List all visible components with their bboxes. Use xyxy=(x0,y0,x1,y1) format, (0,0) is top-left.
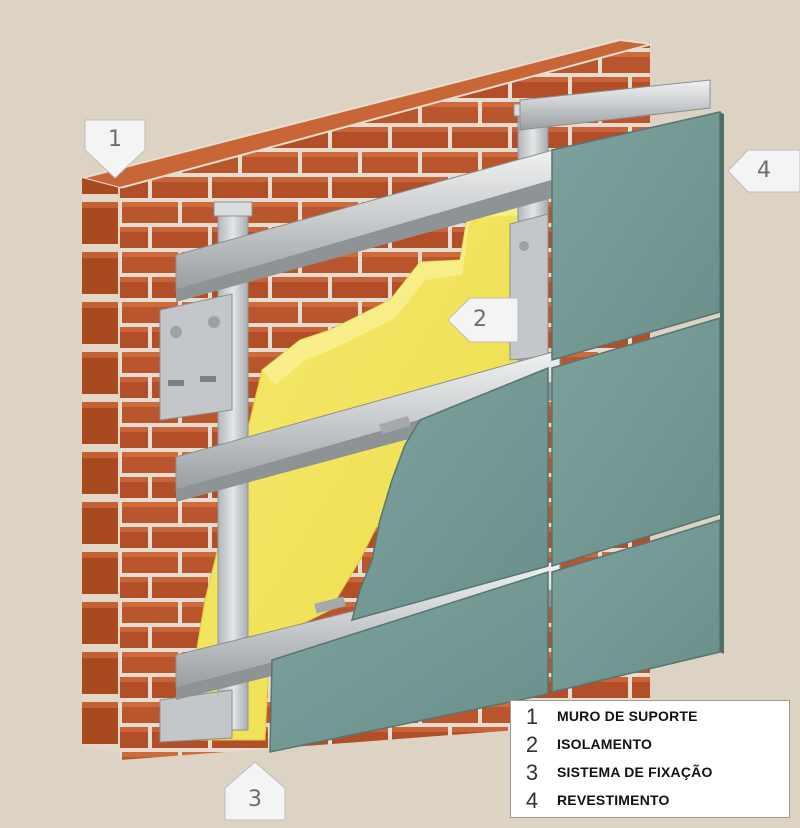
callout-3-number: 3 xyxy=(248,787,262,812)
legend-box: 1 MURO DE SUPORTE 2 ISOLAMENTO 3 SISTEMA… xyxy=(510,700,790,818)
legend-number: 3 xyxy=(525,760,539,785)
callout-1-marker xyxy=(84,119,146,179)
callout-4-number: 4 xyxy=(757,158,771,183)
wall-brackets xyxy=(159,213,549,743)
legend-item: 4 REVESTIMENTO xyxy=(511,787,789,815)
callout-4-marker xyxy=(727,149,800,193)
callout-markers xyxy=(84,119,800,821)
legend-label: REVESTIMENTO xyxy=(557,792,670,808)
legend-label: MURO DE SUPORTE xyxy=(557,708,698,724)
legend-item: 2 ISOLAMENTO xyxy=(511,731,789,759)
legend-item: 3 SISTEMA DE FIXAÇÃO xyxy=(511,759,789,787)
legend-number: 2 xyxy=(525,732,539,757)
legend-label: SISTEMA DE FIXAÇÃO xyxy=(557,764,713,780)
cladding-panels xyxy=(269,111,724,753)
callout-2-marker xyxy=(447,297,519,343)
callout-2-number: 2 xyxy=(473,307,487,332)
legend-label: ISOLAMENTO xyxy=(557,736,653,752)
legend-item: 1 MURO DE SUPORTE xyxy=(511,703,789,731)
legend-number: 1 xyxy=(525,704,539,729)
callout-3-marker xyxy=(224,761,286,821)
callout-1-number: 1 xyxy=(108,127,122,152)
legend-number: 4 xyxy=(525,788,539,813)
